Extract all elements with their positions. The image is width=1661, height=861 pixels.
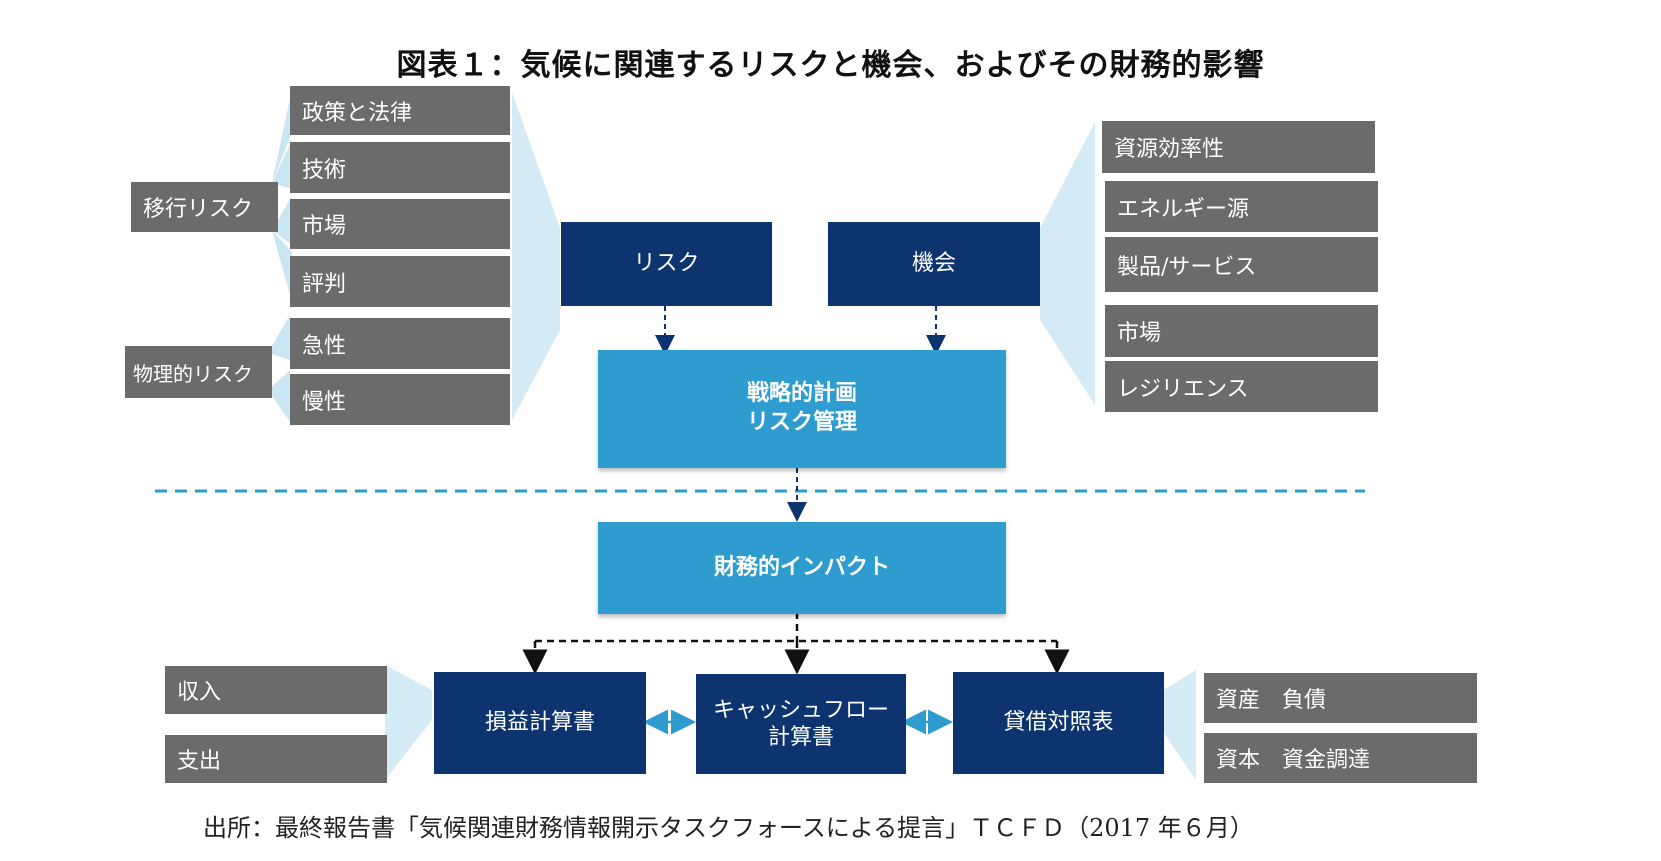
transition-risk-item-reputation: 評判 [290, 256, 510, 307]
source-note: 出所：最終報告書「気候関連財務情報開示タスクフォースによる提言」ＴＣＦＤ（201… [203, 814, 1254, 842]
transition-risk-item-technology: 技術 [290, 142, 510, 193]
opportunity-item-products-services: 製品/サービス [1105, 237, 1378, 292]
fan-balance-items [1155, 670, 1196, 780]
cashflow-statement-box: キャッシュフロー 計算書 [696, 674, 906, 774]
balance-item-capital-financing: 資本 資金調達 [1204, 733, 1477, 783]
income-item-expenditure: 支出 [165, 735, 387, 783]
financial-impact-box: 財務的インパクト [598, 522, 1006, 614]
fan-opportunity-items [1040, 122, 1095, 405]
opportunity-box: 機会 [828, 222, 1040, 306]
fan-income-items [385, 665, 432, 780]
balance-sheet-box: 貸借対照表 [953, 672, 1164, 774]
opportunity-item-energy-source: エネルギー源 [1105, 181, 1378, 232]
transition-risk-label: 移行リスク [131, 182, 278, 232]
opportunity-item-markets: 市場 [1105, 305, 1378, 357]
diagram-title: 図表１：気候に関連するリスクと機会、およびその財務的影響 [396, 48, 1265, 83]
opportunity-item-resource-efficiency: 資源効率性 [1102, 121, 1375, 173]
arrows-impact-to-statements [522, 612, 1070, 675]
income-item-revenue: 収入 [165, 666, 387, 714]
opportunity-item-resilience: レジリエンス [1105, 361, 1378, 412]
balance-item-assets-liabilities: 資産 負債 [1204, 673, 1477, 723]
transition-risk-item-market: 市場 [290, 199, 510, 249]
physical-risk-item-chronic: 慢性 [290, 374, 510, 425]
transition-risk-item-policy: 政策と法律 [290, 86, 510, 135]
fan-left-labels [268, 89, 292, 422]
physical-risk-item-acute: 急性 [290, 318, 510, 369]
physical-risk-label: 物理的リスク [125, 346, 272, 398]
risk-box: リスク [561, 222, 772, 306]
fan-risk-items [512, 92, 560, 420]
income-statement-box: 損益計算書 [434, 672, 646, 774]
strategy-risk-management-box: 戦略的計画 リスク管理 [598, 350, 1006, 468]
